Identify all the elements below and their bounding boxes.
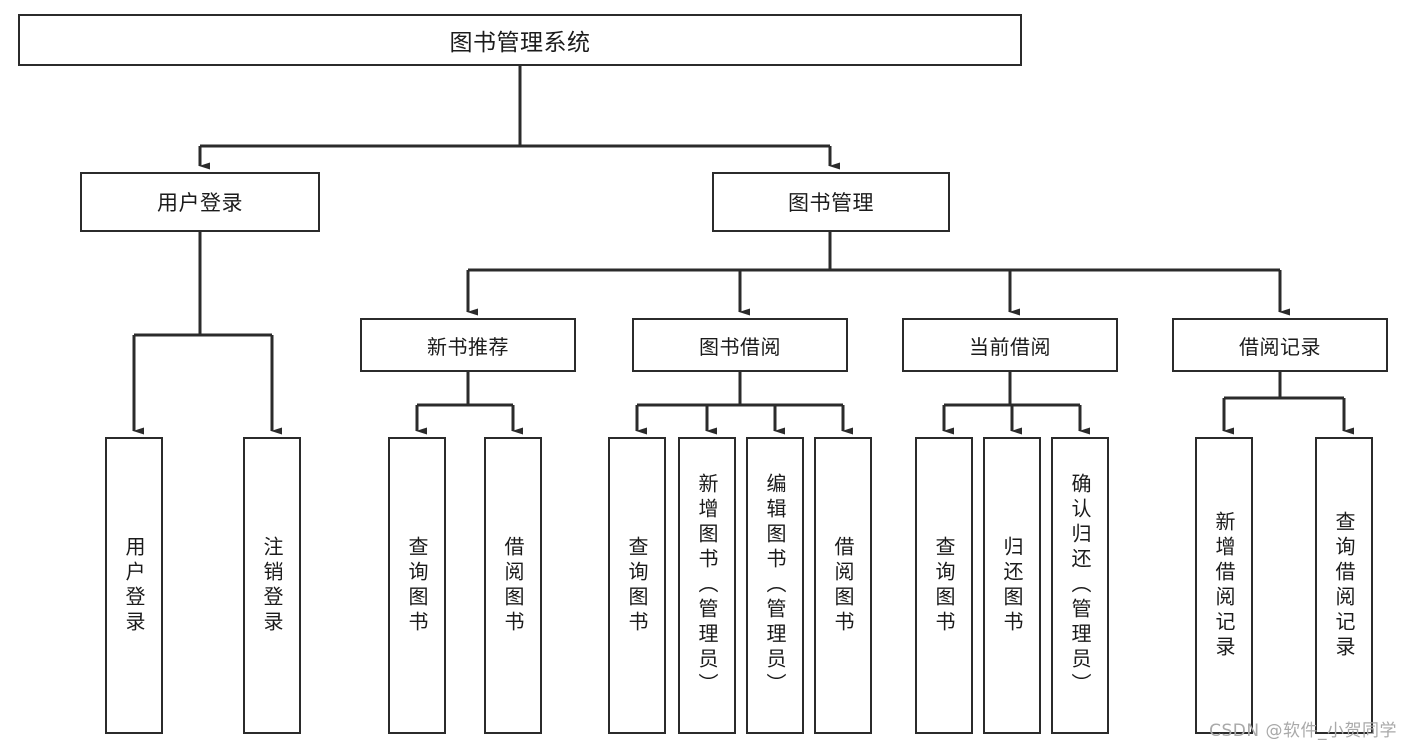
node-root-label: 图书管理系统 (449, 30, 591, 56)
node-user-login-label: 用户登录 (157, 191, 243, 215)
leaf-user-login[interactable]: 用户登录 (105, 437, 163, 734)
node-borrow-record[interactable]: 借阅记录 (1172, 318, 1388, 372)
node-current-borrow-label: 当前借阅 (969, 334, 1051, 359)
leaf-newbook-query-book-label: 查询图书 (405, 535, 429, 636)
leaf-borrow-edit-book-admin[interactable]: 编辑图书（管理员） (746, 437, 804, 734)
node-user-login[interactable]: 用户登录 (80, 172, 320, 232)
leaf-logout[interactable]: 注销登录 (243, 437, 301, 734)
node-new-book-recommend[interactable]: 新书推荐 (360, 318, 576, 372)
node-book-borrow[interactable]: 图书借阅 (632, 318, 848, 372)
leaf-borrow-add-book-admin[interactable]: 新增图书（管理员） (678, 437, 736, 734)
node-root[interactable]: 图书管理系统 (18, 14, 1022, 66)
leaf-newbook-borrow-book-label: 借阅图书 (501, 535, 525, 636)
node-book-borrow-label: 图书借阅 (699, 334, 781, 359)
node-book-management[interactable]: 图书管理 (712, 172, 950, 232)
leaf-current-return-book[interactable]: 归还图书 (983, 437, 1041, 734)
leaf-borrow-add-book-admin-label: 新增图书（管理员） (695, 473, 719, 698)
node-book-management-label: 图书管理 (788, 191, 874, 215)
leaf-borrow-query-book-label: 查询图书 (625, 535, 649, 636)
leaf-borrow-query-book[interactable]: 查询图书 (608, 437, 666, 734)
watermark: CSDN @软件_小贺同学 (1209, 721, 1397, 741)
leaf-current-query-book[interactable]: 查询图书 (915, 437, 973, 734)
node-new-book-recommend-label: 新书推荐 (427, 334, 509, 359)
leaf-newbook-query-book[interactable]: 查询图书 (388, 437, 446, 734)
node-borrow-record-label: 借阅记录 (1239, 334, 1321, 359)
leaf-borrow-lend-book[interactable]: 借阅图书 (814, 437, 872, 734)
leaf-current-confirm-return-admin[interactable]: 确认归还（管理员） (1051, 437, 1109, 734)
leaf-record-add-record[interactable]: 新增借阅记录 (1195, 437, 1253, 734)
leaf-current-confirm-return-admin-label: 确认归还（管理员） (1068, 473, 1092, 698)
leaf-borrow-edit-book-admin-label: 编辑图书（管理员） (763, 473, 787, 698)
leaf-record-query-record-label: 查询借阅记录 (1332, 510, 1356, 661)
node-current-borrow[interactable]: 当前借阅 (902, 318, 1118, 372)
leaf-current-query-book-label: 查询图书 (932, 535, 956, 636)
leaf-logout-label: 注销登录 (260, 535, 284, 636)
leaf-record-query-record[interactable]: 查询借阅记录 (1315, 437, 1373, 734)
leaf-user-login-label: 用户登录 (122, 535, 146, 636)
leaf-current-return-book-label: 归还图书 (1000, 535, 1024, 636)
leaf-borrow-lend-book-label: 借阅图书 (831, 535, 855, 636)
leaf-record-add-record-label: 新增借阅记录 (1212, 510, 1236, 661)
leaf-newbook-borrow-book[interactable]: 借阅图书 (484, 437, 542, 734)
